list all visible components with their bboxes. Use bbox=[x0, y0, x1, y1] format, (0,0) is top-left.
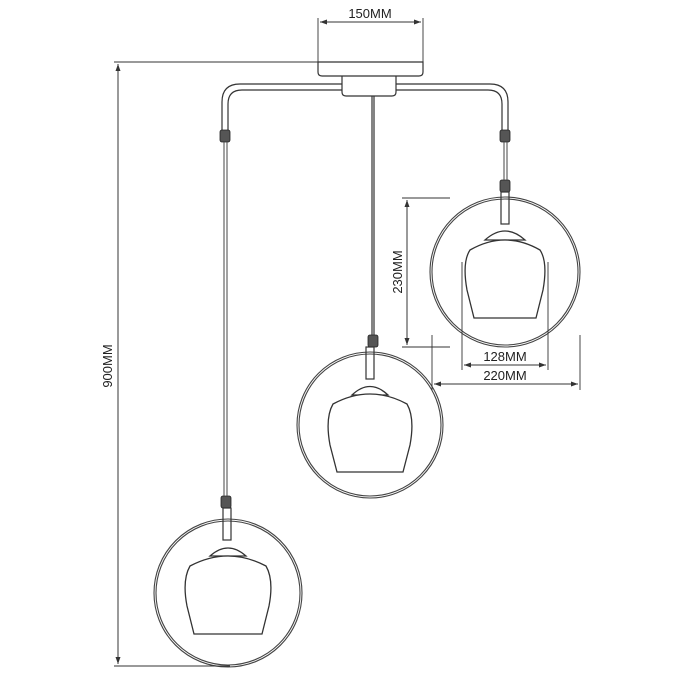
cables bbox=[223, 142, 508, 496]
dimension-overall-height: 900MM bbox=[100, 61, 318, 667]
dimension-shade-width: 128MM bbox=[461, 262, 549, 370]
dimension-canopy-width: 150MM bbox=[317, 6, 424, 62]
suspension-arms bbox=[221, 83, 509, 335]
pendant-left bbox=[153, 507, 303, 668]
dimension-globe-width: 220MM bbox=[431, 335, 581, 390]
globe-width-label: 220MM bbox=[483, 368, 526, 383]
canopy-width-label: 150MM bbox=[348, 6, 391, 21]
shade-width-label: 128MM bbox=[483, 349, 526, 364]
globe-height-label: 230MM bbox=[390, 250, 405, 293]
pendant-right bbox=[429, 191, 581, 348]
dimension-globe-height: 230MM bbox=[390, 197, 450, 348]
overall-height-label: 900MM bbox=[100, 344, 115, 387]
ceiling-canopy bbox=[317, 61, 424, 97]
pendant-middle bbox=[296, 346, 444, 499]
